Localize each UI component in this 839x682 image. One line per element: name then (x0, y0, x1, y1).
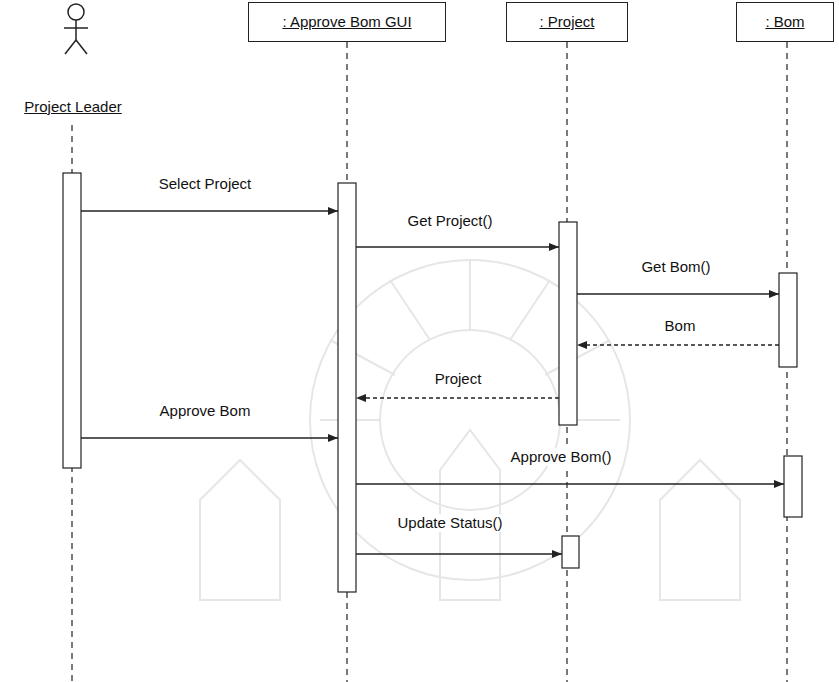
lifeline-head-box: : Approve Bom GUI (248, 2, 446, 42)
message-label: Project (433, 370, 484, 388)
watermark-ring (380, 330, 560, 510)
message-arrow (81, 210, 338, 211)
activation-bar (63, 173, 81, 468)
return-message (356, 397, 559, 398)
message-arrow (356, 553, 562, 554)
actor-figure (56, 0, 96, 60)
message-arrow (356, 483, 784, 484)
actor-leg (76, 40, 87, 54)
return-message (577, 344, 779, 345)
object-name: : Approve Bom GUI (282, 13, 411, 31)
message-label: Bom (663, 317, 698, 335)
actor-name: Project Leader (24, 98, 122, 116)
activation-bar (559, 222, 577, 425)
message-label: Get Project() (405, 212, 494, 230)
object-name: : Project (539, 13, 594, 31)
message-label: Approve Bom (158, 402, 253, 420)
activation-bars (63, 173, 802, 592)
watermark-pavilion (200, 460, 740, 600)
activation-bar (562, 536, 579, 568)
lifeline-head-box: : Project (506, 2, 628, 42)
message-arrow (356, 246, 559, 247)
watermark-ring (310, 260, 630, 580)
activation-bar (338, 183, 356, 592)
message-arrow (577, 293, 779, 294)
actor: Project Leader (13, 0, 133, 116)
watermark-emblem (200, 260, 740, 600)
actor-arms (64, 27, 88, 29)
message-label: Update Status() (395, 514, 504, 532)
actor-head (68, 4, 84, 20)
object-name: : Bom (765, 13, 804, 31)
message-label: Get Bom() (639, 258, 712, 276)
activation-bar (779, 273, 797, 367)
message-arrow (81, 437, 338, 438)
message-label: Approve Bom() (509, 448, 614, 466)
actor-body (75, 20, 77, 40)
lifeline-head-box: : Bom (736, 2, 834, 42)
actor-leg (65, 40, 76, 54)
stick-figure (64, 4, 88, 54)
message-label: Select Project (157, 175, 254, 193)
lifelines (72, 42, 787, 682)
activation-bar (784, 456, 802, 517)
